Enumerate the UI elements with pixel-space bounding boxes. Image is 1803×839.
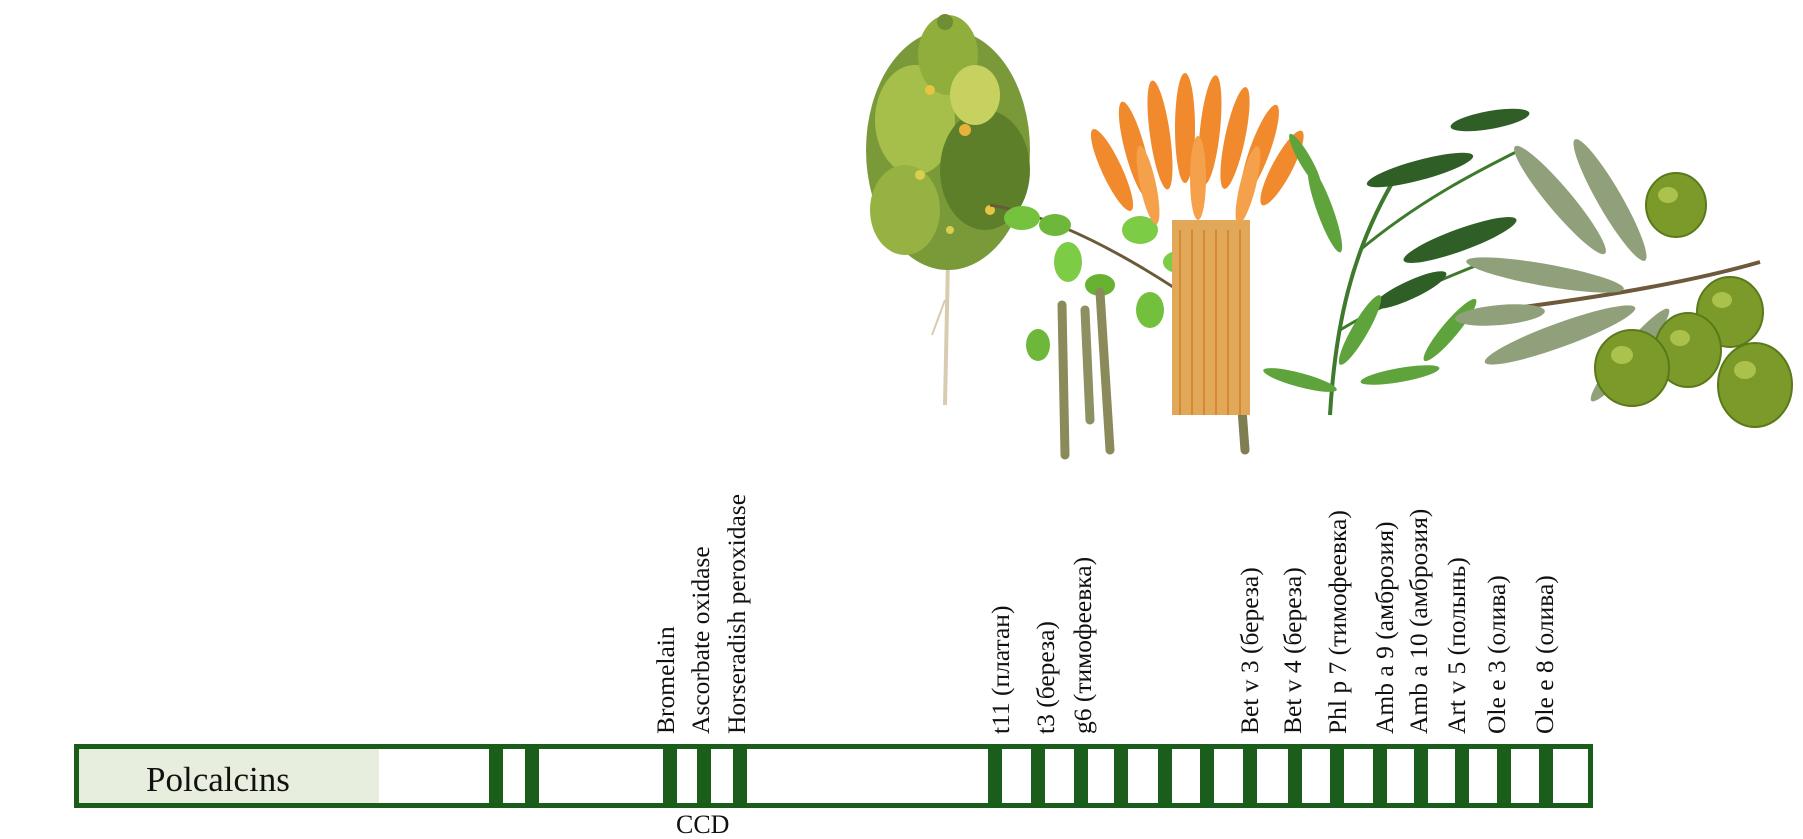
bar-stripe	[733, 749, 747, 803]
bar-stripe	[1158, 749, 1172, 803]
polcalcins-title-cell	[79, 749, 379, 803]
bar-stripe	[489, 749, 503, 803]
label-ole-e-8: Ole e 8 (олива)	[1530, 575, 1559, 734]
label-t11: t11 (платан)	[986, 605, 1015, 734]
bar-stripe	[525, 749, 539, 803]
timothy-grass-image	[1090, 73, 1304, 415]
ccd-label: CCD	[676, 810, 730, 839]
label-bet-v-3: Bet v 3 (береза)	[1235, 567, 1264, 734]
birch-tree-image	[866, 14, 1030, 406]
label-amb-a-9: Amb a 9 (амброзия)	[1370, 521, 1399, 734]
bar-stripe	[1288, 749, 1302, 803]
bar-stripe	[1373, 749, 1387, 803]
bar-stripe	[1074, 749, 1088, 803]
bar-stripe	[1243, 749, 1257, 803]
label-bromelain: Bromelain	[651, 626, 680, 734]
label-g6: g6 (тимофеевка)	[1068, 556, 1097, 734]
ragweed-image	[1263, 108, 1530, 416]
olive-branch-image	[1455, 139, 1793, 428]
label-ascorbate-oxidase: Ascorbate oxidase	[686, 546, 715, 734]
bar-stripe	[697, 749, 711, 803]
label-phl-p-7: Phl p 7 (тимофеевка)	[1323, 510, 1352, 734]
bar-stripe	[1031, 749, 1045, 803]
bar-stripe	[988, 749, 1002, 803]
label-amb-a-10: Amb a 10 (амброзия)	[1404, 508, 1433, 734]
polcalcins-title: Polcalcins	[146, 760, 290, 799]
label-ole-e-3: Ole e 3 (олива)	[1482, 575, 1511, 734]
bar-stripe	[1455, 749, 1469, 803]
bar-stripe	[663, 749, 677, 803]
bar-stripe	[1414, 749, 1428, 803]
bar-stripe	[1330, 749, 1344, 803]
bar-stripe	[1200, 749, 1214, 803]
label-horseradish-peroxidase: Horseradish peroxidase	[722, 493, 751, 734]
bar-stripe	[1539, 749, 1553, 803]
label-bet-v-4: Bet v 4 (береза)	[1278, 567, 1307, 734]
bar-stripe	[1114, 749, 1128, 803]
label-t3: t3 (береза)	[1031, 621, 1060, 734]
bar-stripe	[1497, 749, 1511, 803]
label-art-v-5: Art v 5 (полынь)	[1442, 557, 1471, 734]
